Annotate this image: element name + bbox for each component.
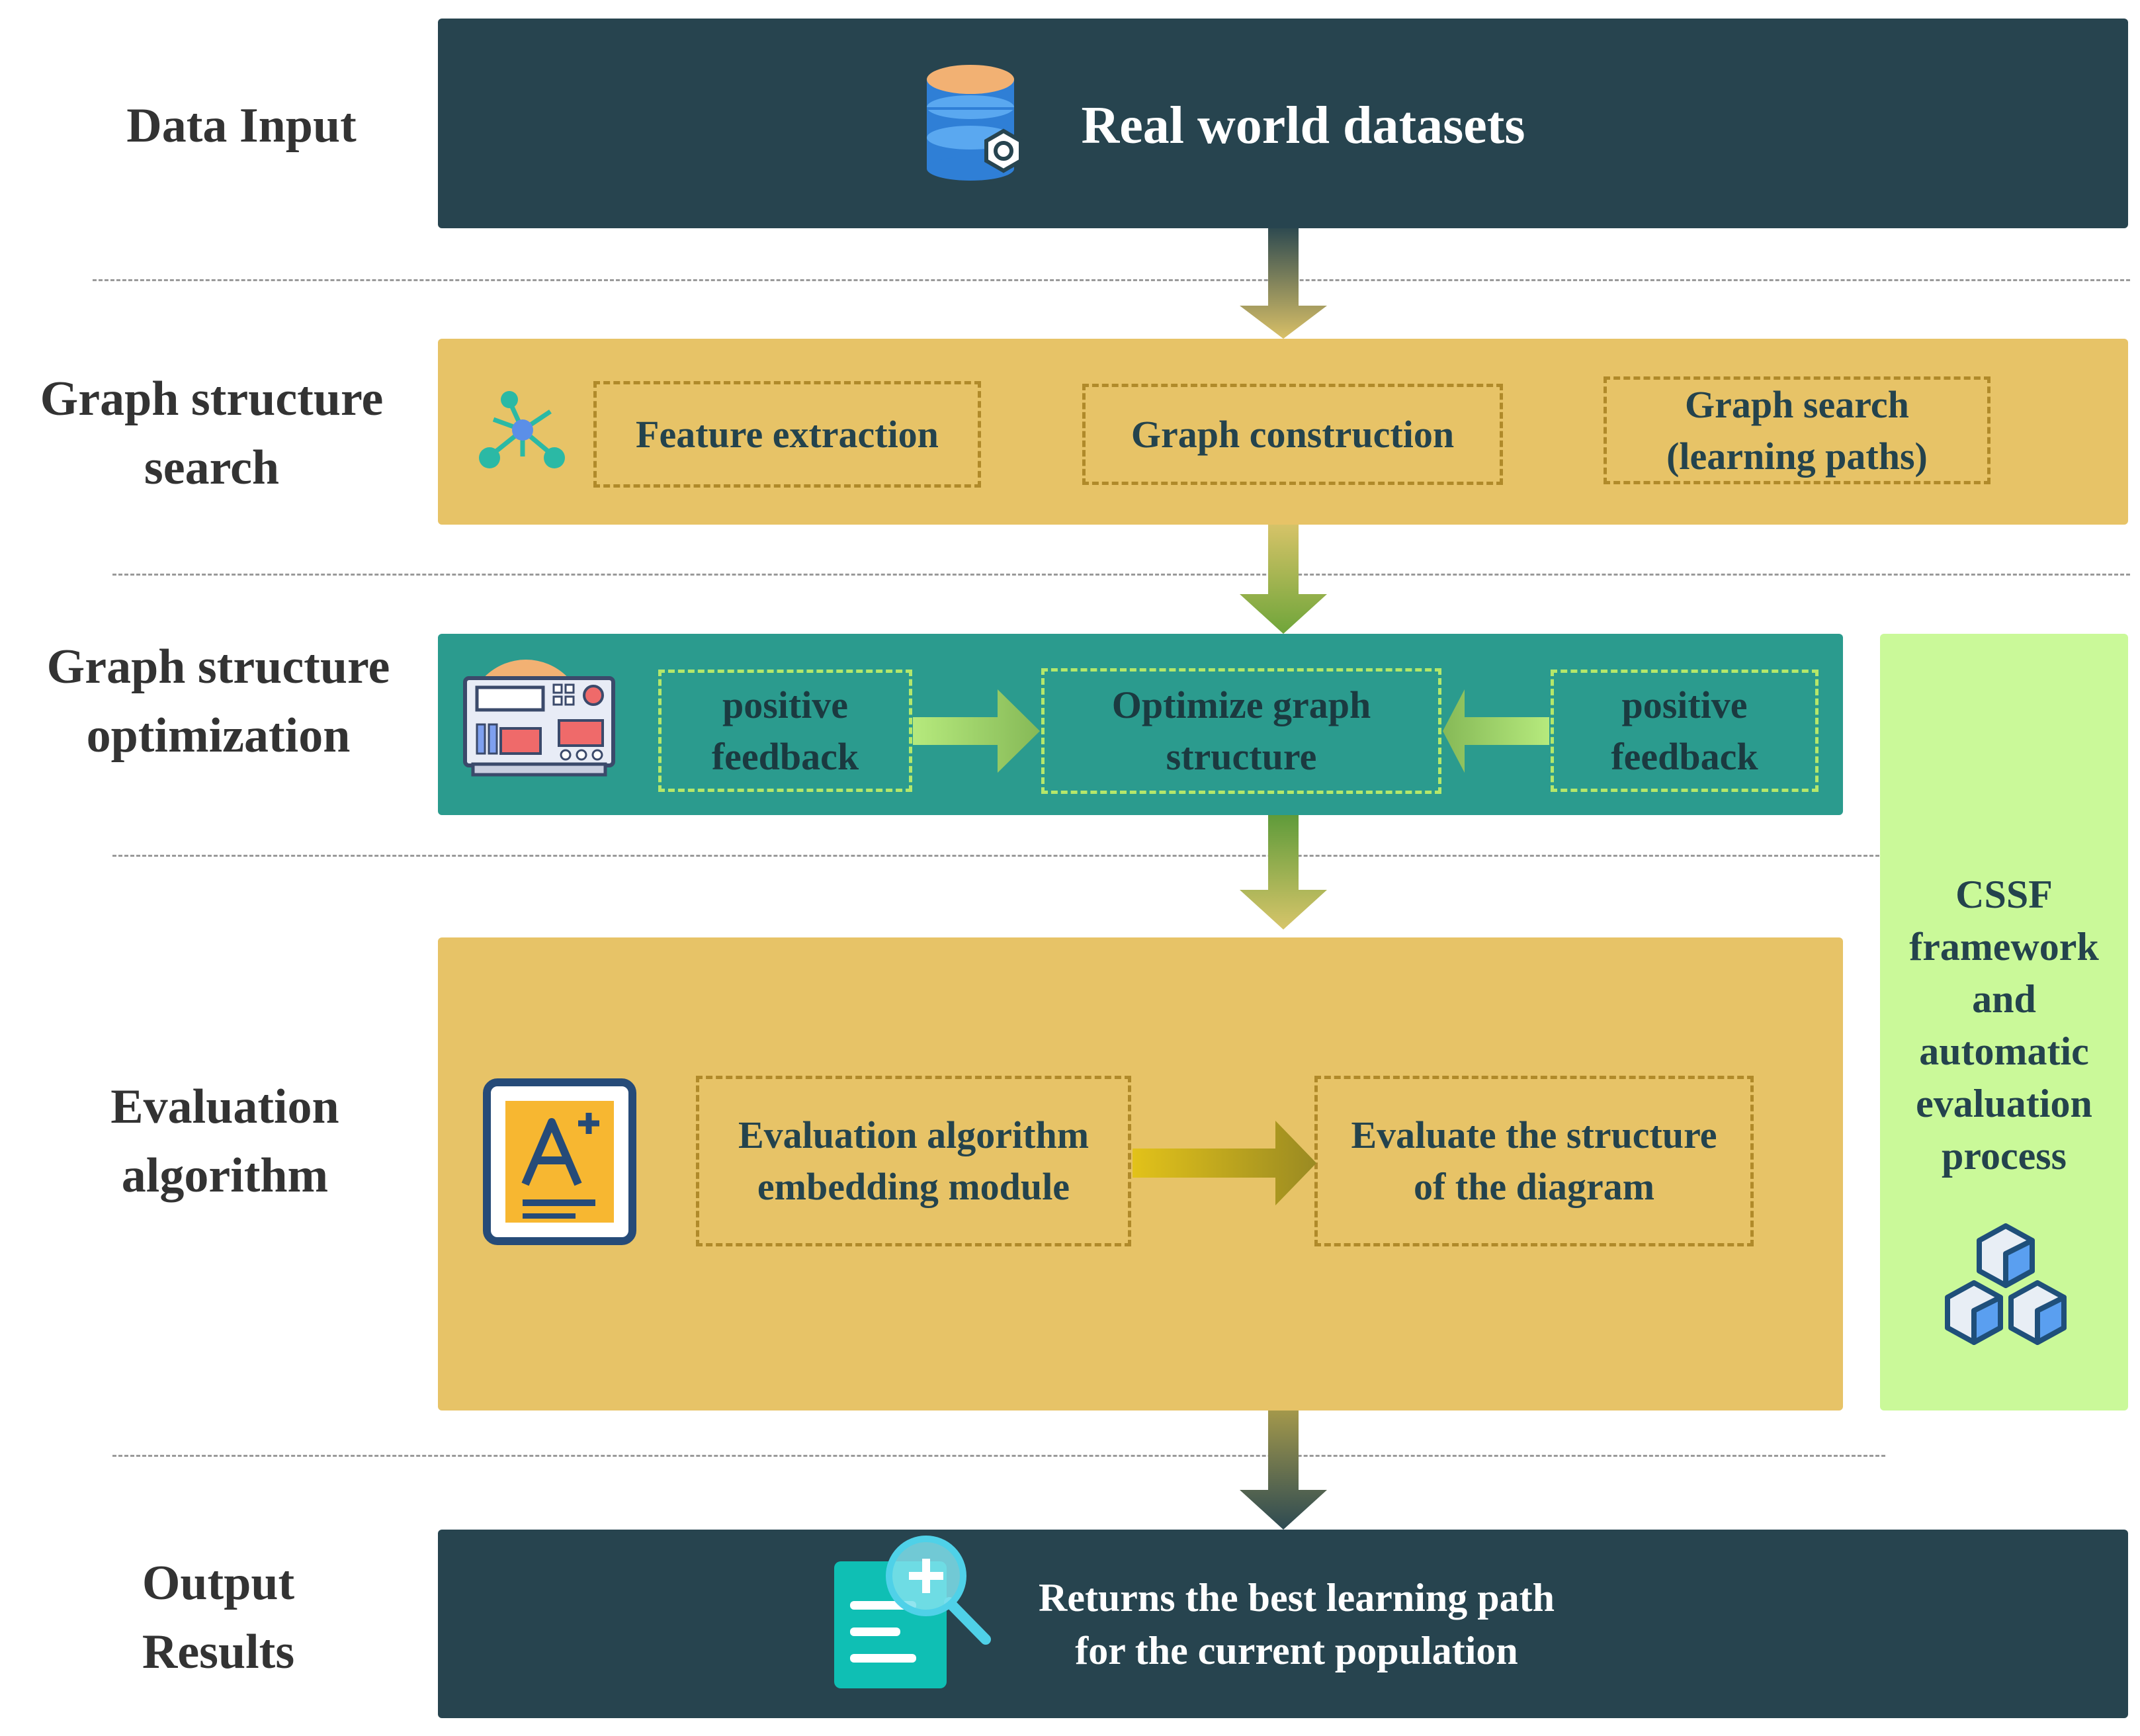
- cssf-line: and: [1972, 977, 2036, 1021]
- graph-search-box: Graph search (learning paths): [1604, 376, 1990, 484]
- stage-label-output: Output Results: [0, 1541, 437, 1694]
- divider: [112, 1455, 1885, 1457]
- stage-label-line: Results: [142, 1625, 295, 1679]
- search-panel: [438, 339, 2128, 525]
- positive-feedback-right-box: positive feedback: [1551, 670, 1819, 792]
- box-text: Feature extraction: [636, 412, 939, 456]
- stage-label-line: optimization: [86, 709, 351, 763]
- divider: [93, 279, 2130, 281]
- arrow-down-4: [1240, 1410, 1327, 1530]
- stage-label-line: Graph structure: [46, 640, 390, 694]
- box-text: positive: [1621, 683, 1748, 726]
- stage-label-graph-search: Graph structure search: [0, 357, 423, 509]
- box-text: embedding module: [757, 1165, 1070, 1208]
- grade-a-plus-icon: [483, 1078, 636, 1245]
- box-text: structure: [1166, 735, 1317, 778]
- cssf-label: CSSF framework and automatic evaluation …: [1880, 867, 2128, 1184]
- box-text: Evaluate the structure: [1351, 1113, 1717, 1156]
- control-panel-icon: [463, 660, 615, 777]
- input-panel: [438, 19, 2128, 228]
- stage-label-line: algorithm: [121, 1149, 329, 1203]
- document-search-icon: [834, 1536, 991, 1688]
- stage-label-line: Graph structure: [40, 372, 384, 426]
- arrow-right-evaluation: [1133, 1121, 1316, 1205]
- box-text: feedback: [1611, 734, 1758, 778]
- evaluate-structure-box: Evaluate the structure of the diagram: [1314, 1076, 1754, 1246]
- stage-label-line: Evaluation: [110, 1080, 339, 1134]
- box-text: Optimize graph: [1111, 683, 1371, 726]
- cssf-line: CSSF: [1955, 873, 2053, 916]
- database-gear-icon: [927, 65, 1023, 181]
- arrow-down-3: [1240, 815, 1327, 930]
- input-title: Real world datasets: [1045, 79, 1561, 172]
- arrow-right-feedback: [913, 689, 1040, 773]
- stage-label-line: Output: [142, 1556, 295, 1610]
- output-text: Returns the best learning path for the c…: [999, 1561, 1594, 1687]
- stage-label-data-input: Data Input: [0, 73, 483, 179]
- arrow-left-feedback: [1443, 689, 1549, 773]
- output-line: for the current population: [1075, 1629, 1518, 1672]
- box-text: of the diagram: [1413, 1165, 1655, 1208]
- arrow-down-1: [1240, 228, 1327, 339]
- output-panel: [438, 1530, 2128, 1718]
- molecule-network-icon: [479, 391, 565, 468]
- cssf-line: process: [1942, 1134, 2067, 1178]
- stage-label-line: Data Input: [126, 99, 357, 153]
- box-text: positive: [722, 683, 849, 726]
- optimization-panel: [438, 634, 1843, 815]
- feature-extraction-box: Feature extraction: [593, 381, 981, 488]
- box-text: (learning paths): [1666, 434, 1928, 478]
- input-title-text: Real world datasets: [1081, 96, 1525, 155]
- stage-label-graph-optimization: Graph structure optimization: [0, 625, 437, 777]
- cssf-line: automatic: [1919, 1029, 2089, 1073]
- box-text: Graph construction: [1131, 412, 1455, 456]
- stage-label-evaluation: Evaluation algorithm: [0, 1065, 450, 1217]
- cssf-line: framework: [1909, 925, 2099, 969]
- cubes-icon: [1945, 1223, 2067, 1345]
- box-text: feedback: [711, 734, 859, 778]
- positive-feedback-left-box: positive feedback: [658, 670, 912, 792]
- cssf-line: evaluation: [1916, 1082, 2092, 1125]
- box-text: Evaluation algorithm: [738, 1113, 1090, 1156]
- box-text: Graph search: [1685, 382, 1909, 426]
- evaluation-embedding-box: Evaluation algorithm embedding module: [696, 1076, 1131, 1246]
- stage-label-line: search: [144, 441, 280, 495]
- arrow-down-2: [1240, 525, 1327, 634]
- divider: [112, 855, 1885, 857]
- graph-construction-box: Graph construction: [1082, 384, 1503, 485]
- optimize-graph-box: Optimize graph structure: [1041, 668, 1441, 794]
- output-line: Returns the best learning path: [1038, 1576, 1555, 1620]
- divider: [112, 574, 2130, 576]
